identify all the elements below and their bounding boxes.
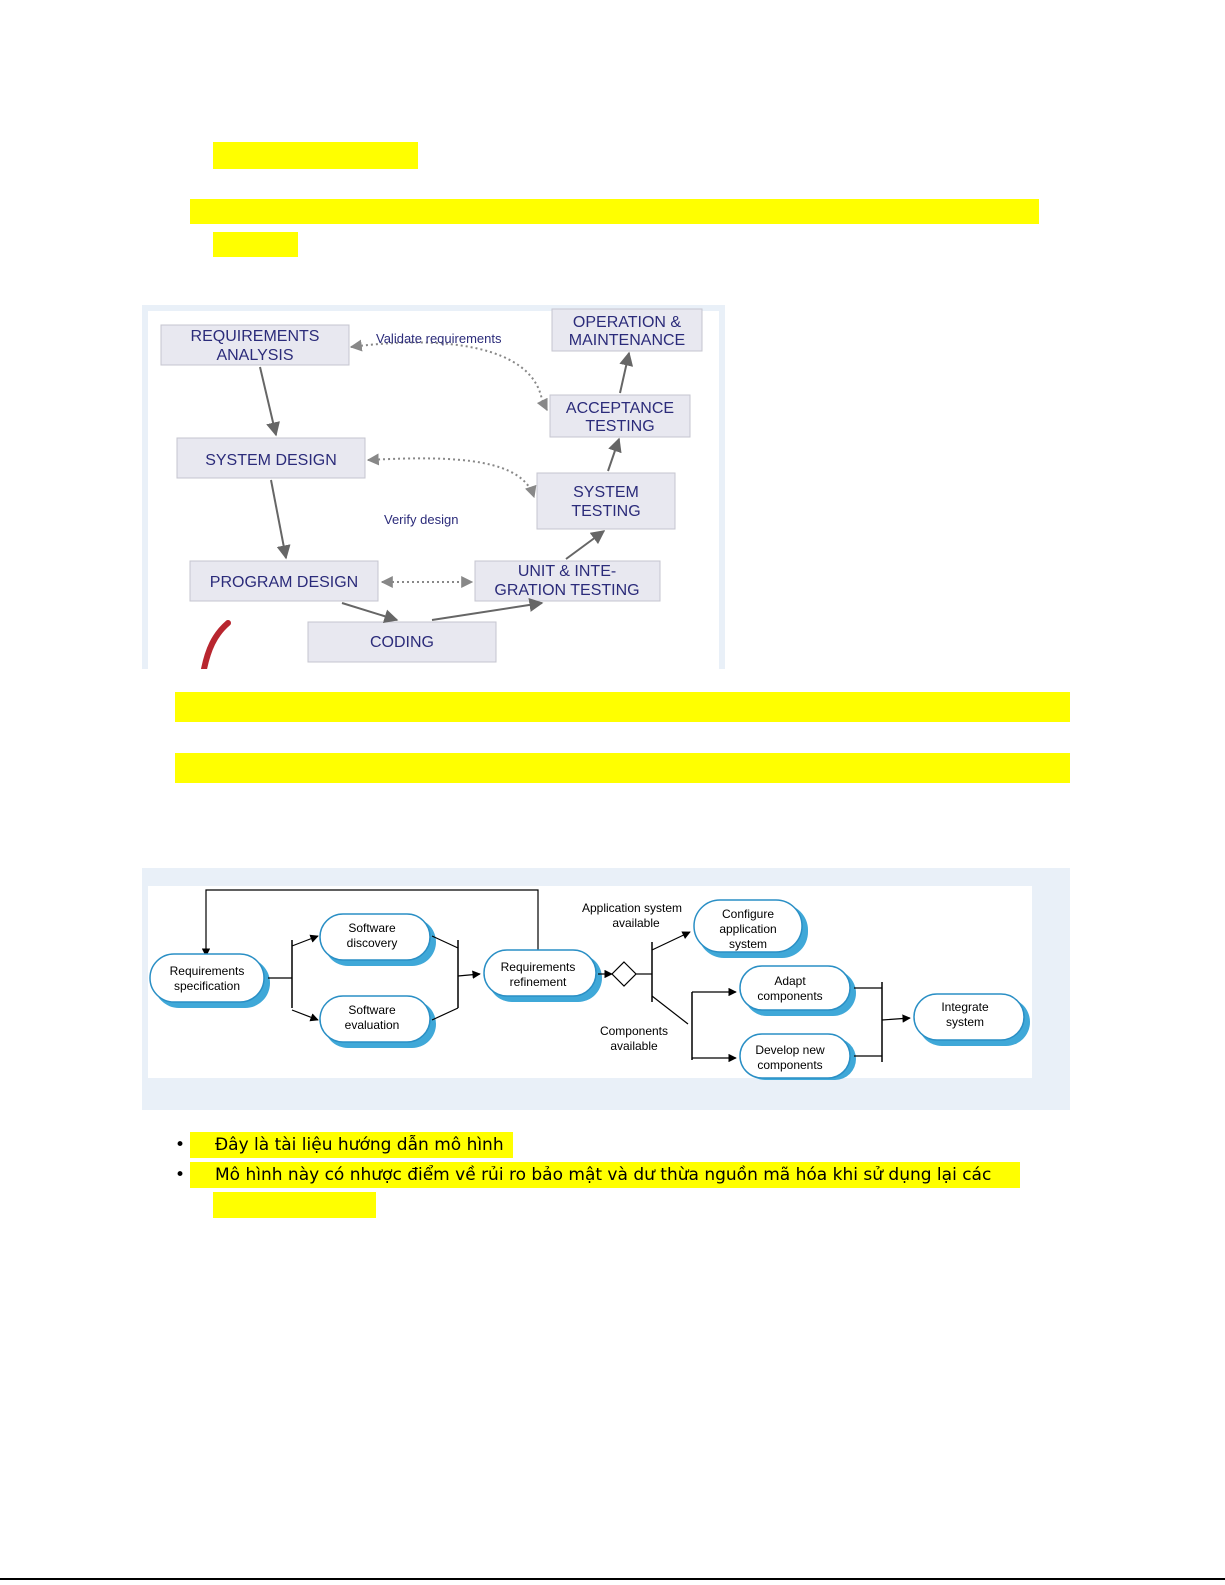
box-system-testing: SYSTEM TESTING [536, 472, 676, 530]
box-acceptance-testing: ACCEPTANCE TESTING [549, 394, 691, 438]
svg-text:Requirements: Requirements [501, 960, 576, 974]
highlight-bar-4 [175, 692, 1070, 722]
svg-text:ANALYSIS: ANALYSIS [216, 347, 293, 364]
svg-text:available: available [610, 1039, 658, 1053]
svg-text:PROGRAM DESIGN: PROGRAM DESIGN [210, 574, 358, 591]
svg-text:components: components [757, 989, 822, 1003]
bullet-text: Đây là tài liệu hướng dẫn mô hình [215, 1135, 504, 1155]
box-program-design: PROGRAM DESIGN [189, 560, 379, 602]
svg-text:system: system [946, 1015, 984, 1029]
bullet-text: Mô hình này có nhược điểm về rủi ro bảo … [215, 1165, 992, 1185]
node-develop-new-components: Develop new components [739, 1033, 856, 1080]
node-adapt-components: Adapt components [739, 965, 856, 1016]
label-validate-requirements: Validate requirements [376, 331, 502, 346]
svg-text:Requirements: Requirements [170, 964, 245, 978]
label-components-available: Components [600, 1024, 668, 1038]
svg-text:Adapt: Adapt [774, 974, 806, 988]
svg-text:Software: Software [348, 1003, 396, 1017]
box-requirements-analysis: REQUIREMENTS ANALYSIS [160, 324, 350, 366]
box-operation-maintenance: OPERATION & MAINTENANCE [551, 308, 703, 352]
svg-text:UNIT & INTE-: UNIT & INTE- [518, 563, 616, 580]
svg-text:CODING: CODING [370, 634, 434, 651]
svg-text:TESTING: TESTING [585, 418, 654, 435]
svg-text:MAINTENANCE: MAINTENANCE [569, 332, 685, 349]
bullet-2-highlight [190, 1162, 1020, 1188]
svg-text:OPERATION &: OPERATION & [573, 314, 681, 331]
svg-text:discovery: discovery [347, 936, 398, 950]
reuse-process-diagram: Requirements specification Software disc… [142, 868, 1070, 1110]
svg-text:refinement: refinement [510, 975, 567, 989]
box-coding: CODING [307, 621, 497, 663]
svg-text:available: available [612, 916, 660, 930]
svg-text:Integrate: Integrate [941, 1000, 989, 1014]
bullet-1-highlight [190, 1132, 513, 1158]
svg-text:SYSTEM: SYSTEM [573, 484, 639, 501]
node-requirements-specification: Requirements specification [149, 953, 270, 1008]
svg-text:Develop new: Develop new [755, 1043, 825, 1057]
bullet-marker: • [175, 1135, 186, 1155]
box-unit-integration-testing: UNIT & INTE- GRATION TESTING [474, 560, 661, 602]
svg-text:ACCEPTANCE: ACCEPTANCE [566, 400, 674, 417]
page-bottom-border [0, 1578, 1225, 1580]
svg-text:specification: specification [174, 979, 240, 993]
node-integrate-system: Integrate system [913, 993, 1030, 1046]
bullet-2-continuation-highlight [213, 1192, 376, 1218]
svg-text:evaluation: evaluation [345, 1018, 400, 1032]
highlight-bar-3 [213, 232, 298, 257]
svg-text:SYSTEM DESIGN: SYSTEM DESIGN [205, 452, 337, 469]
svg-text:Software: Software [348, 921, 396, 935]
svg-text:application: application [719, 922, 776, 936]
node-requirements-refinement: Requirements refinement [483, 949, 602, 1002]
node-software-discovery: Software discovery [319, 913, 436, 966]
highlight-bar-2 [190, 199, 1039, 224]
svg-text:Configure: Configure [722, 907, 774, 921]
highlight-bar-1 [213, 142, 418, 169]
waterfall-diagram: REQUIREMENTS ANALYSIS SYSTEM DESIGN PROG… [142, 305, 725, 669]
svg-text:REQUIREMENTS: REQUIREMENTS [191, 328, 320, 345]
bullet-marker: • [175, 1165, 186, 1185]
svg-text:system: system [729, 937, 767, 951]
highlight-bar-5 [175, 753, 1070, 783]
box-system-design: SYSTEM DESIGN [176, 437, 366, 479]
svg-text:GRATION TESTING: GRATION TESTING [494, 582, 639, 599]
node-software-evaluation: Software evaluation [319, 995, 436, 1048]
node-configure-application-system: Configure application system [693, 899, 808, 958]
label-verify-design: Verify design [384, 512, 458, 527]
label-application-system-available: Application system [582, 901, 682, 915]
svg-text:components: components [757, 1058, 822, 1072]
svg-text:TESTING: TESTING [571, 503, 640, 520]
